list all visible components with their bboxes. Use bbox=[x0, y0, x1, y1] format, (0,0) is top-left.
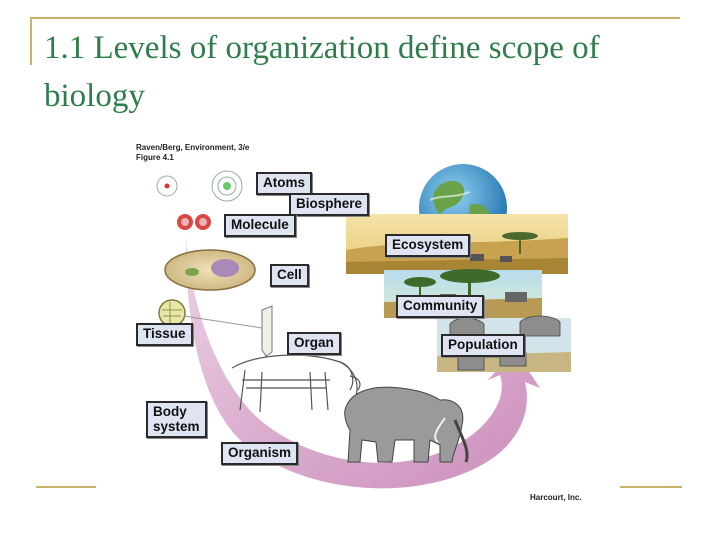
label-molecule: Molecule bbox=[224, 214, 296, 237]
figure-source-line1: Raven/Berg, Environment, 3/e bbox=[136, 143, 250, 152]
skeleton-icon bbox=[231, 354, 361, 413]
label-body-system: Body system bbox=[146, 401, 207, 438]
atom-icon bbox=[156, 170, 243, 202]
label-tissue: Tissue bbox=[136, 323, 193, 346]
slide-title: 1.1 Levels of organization define scope … bbox=[44, 30, 600, 114]
label-body-system-line1: Body bbox=[153, 404, 187, 419]
publisher-credit: Harcourt, Inc. bbox=[530, 493, 582, 502]
molecule-icon bbox=[177, 214, 211, 230]
tissue-icon bbox=[158, 299, 263, 329]
ecosystem-panel bbox=[346, 214, 568, 274]
figure-source-line2: Figure 4.1 bbox=[136, 153, 174, 162]
frame-top-line bbox=[30, 17, 680, 19]
cell-icon bbox=[164, 249, 256, 291]
frame-bottom-right-line bbox=[620, 486, 682, 488]
bone-icon bbox=[261, 305, 273, 357]
label-community: Community bbox=[396, 295, 485, 318]
label-organ: Organ bbox=[287, 332, 341, 355]
frame-bottom-left-line bbox=[36, 486, 96, 488]
label-body-system-line2: system bbox=[153, 419, 200, 434]
label-ecosystem: Ecosystem bbox=[385, 234, 471, 257]
label-cell: Cell bbox=[270, 264, 309, 287]
label-biosphere: Biosphere bbox=[289, 193, 370, 216]
elephant-icon bbox=[344, 386, 469, 463]
label-population: Population bbox=[441, 334, 525, 357]
figure-source: Raven/Berg, Environment, 3/e Figure 4.1 bbox=[136, 143, 249, 163]
frame-left-line bbox=[30, 17, 32, 65]
label-organism: Organism bbox=[221, 442, 299, 465]
label-atoms: Atoms bbox=[256, 172, 313, 195]
